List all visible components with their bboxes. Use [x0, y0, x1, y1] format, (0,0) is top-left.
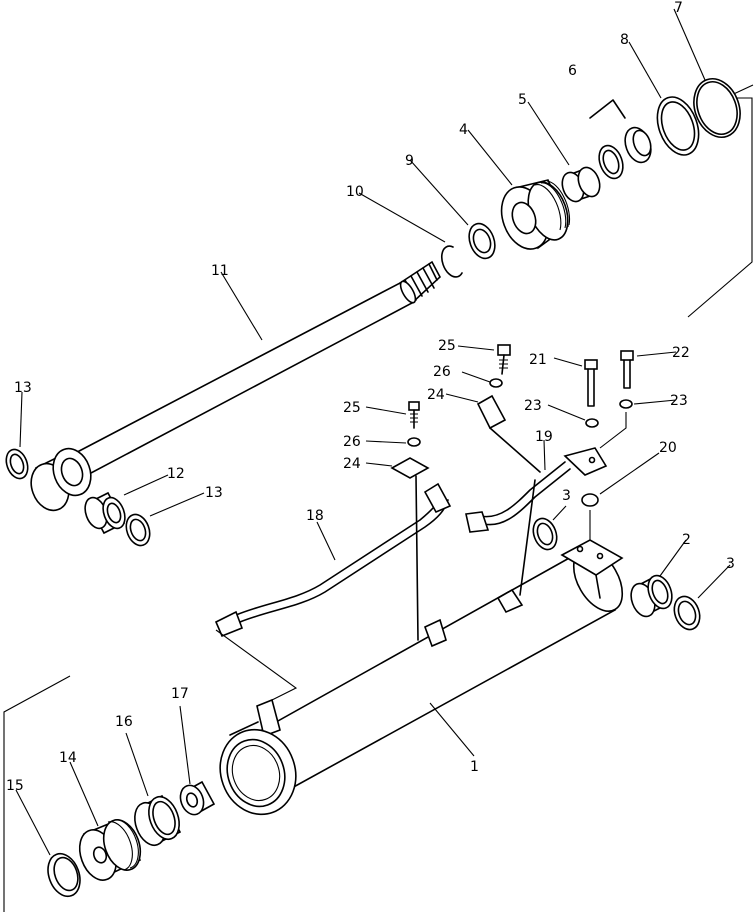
label-5: 5 — [518, 92, 527, 108]
ring-16 — [134, 794, 182, 847]
label-16: 16 — [115, 714, 133, 730]
label-21: 21 — [529, 352, 547, 368]
label-7: 7 — [674, 0, 683, 16]
label-12: 12 — [167, 466, 185, 482]
ring-3-mid — [532, 517, 558, 551]
label-25-left: 25 — [343, 400, 361, 416]
ring-13-right — [125, 513, 151, 547]
label-23-right: 23 — [670, 393, 688, 409]
bolt-25-left — [408, 401, 420, 429]
label-17: 17 — [171, 686, 189, 702]
label-25-right: 25 — [438, 338, 456, 354]
label-15: 15 — [6, 778, 24, 794]
ring-3-right — [673, 595, 701, 631]
label-3-mid: 3 — [562, 488, 571, 504]
spacer-17 — [179, 780, 216, 816]
label-10: 10 — [346, 184, 364, 200]
bushing-12 — [84, 491, 126, 535]
label-14: 14 — [59, 750, 77, 766]
label-11: 11 — [211, 263, 229, 279]
label-6: 6 — [568, 63, 577, 79]
clamp-24-left — [390, 457, 430, 641]
connection-lines — [215, 412, 627, 701]
label-4: 4 — [459, 122, 468, 138]
washer-23-left — [585, 418, 599, 428]
label-24-right: 24 — [427, 387, 445, 403]
label-8: 8 — [620, 32, 629, 48]
piston-14 — [78, 818, 142, 881]
pipe-18 — [214, 482, 452, 638]
bolt-21 — [584, 359, 598, 407]
label-2: 2 — [682, 532, 691, 548]
snap-ring-10 — [440, 245, 463, 278]
label-13-left: 13 — [14, 380, 32, 396]
label-24-left: 24 — [343, 456, 361, 472]
label-3-right: 3 — [726, 556, 735, 572]
label-19: 19 — [535, 429, 553, 445]
bolt-22 — [620, 350, 634, 389]
label-18: 18 — [306, 508, 324, 524]
o-ring-7 — [693, 78, 741, 138]
washer-26-right — [489, 378, 503, 388]
label-23-left: 23 — [524, 398, 542, 414]
label-22: 22 — [672, 345, 690, 361]
pipe-19 — [465, 447, 608, 533]
bushing-2 — [630, 574, 673, 618]
bushing-5 — [561, 166, 601, 203]
leader-lines — [15, 8, 731, 856]
label-20: 20 — [659, 440, 677, 456]
washer-23-right — [619, 399, 633, 409]
label-9: 9 — [405, 153, 414, 169]
label-1: 1 — [470, 759, 479, 775]
clamp-24-right — [476, 394, 541, 596]
label-13-right: 13 — [205, 485, 223, 501]
ring-13-left — [5, 448, 29, 480]
piston-rod — [30, 260, 441, 512]
washer-26-left — [407, 437, 421, 447]
ring-9 — [468, 222, 496, 260]
ring-15 — [47, 852, 81, 898]
cylinder-tube — [219, 539, 624, 816]
backup-ring-8 — [656, 96, 700, 156]
o-ring-20 — [581, 493, 599, 507]
packing-6 — [589, 99, 652, 180]
part-labels: 1 2 3 3 4 5 6 7 8 9 10 11 12 13 13 14 15… — [6, 0, 735, 794]
label-26-left: 26 — [343, 434, 361, 450]
label-26-right: 26 — [433, 364, 451, 380]
frame-lines — [3, 84, 754, 912]
bolt-25-right — [497, 344, 511, 375]
cylinder-head-4 — [500, 179, 571, 250]
